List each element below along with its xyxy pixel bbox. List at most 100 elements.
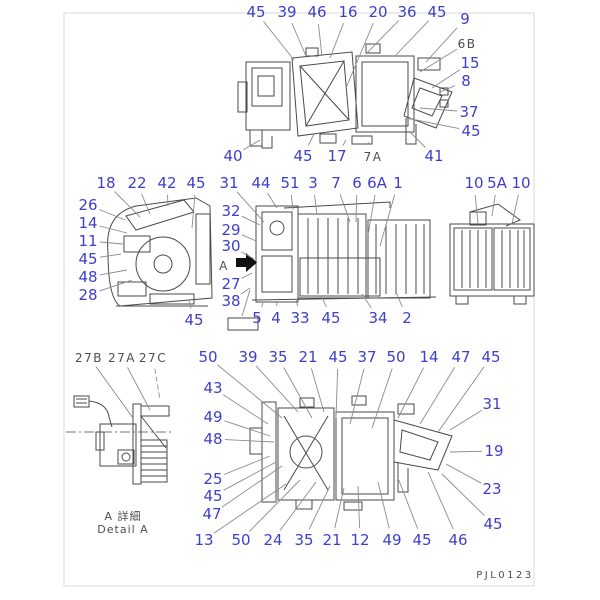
part-number-label: 21 <box>322 531 341 549</box>
part-number-label: 2 <box>402 309 412 327</box>
leader-line <box>241 215 261 226</box>
leader-line <box>261 302 264 308</box>
leader-line <box>291 22 307 57</box>
leader-line <box>99 269 128 276</box>
core-unit-drawing <box>449 203 535 305</box>
leader-line <box>224 439 275 443</box>
bottom-assembly-drawing <box>249 395 453 511</box>
leader-line <box>431 69 461 89</box>
leader-line <box>99 241 124 245</box>
part-number-label: 47 <box>202 505 221 523</box>
part-number-label: 27A <box>108 351 136 365</box>
leader-line <box>355 194 358 223</box>
part-number-label: 14 <box>78 214 97 232</box>
part-number-label: 30 <box>221 237 240 255</box>
leader-line <box>127 367 151 411</box>
part-number-label: 11 <box>78 232 97 250</box>
blower-assembly-drawing <box>107 197 213 307</box>
leader-line <box>425 27 458 63</box>
part-number-label: 48 <box>78 268 97 286</box>
part-number-label: 32 <box>221 202 240 220</box>
part-number-label: 46 <box>448 531 467 549</box>
part-number-label: 45 <box>293 147 312 165</box>
leader-line <box>335 368 339 419</box>
leader-line <box>427 471 454 530</box>
part-number-label: 1 <box>393 174 403 192</box>
part-number-label: 50 <box>231 531 250 549</box>
leader-line <box>349 368 365 425</box>
leader-line <box>241 234 257 242</box>
part-number-label: 17 <box>327 147 346 165</box>
page-frame <box>63 12 535 587</box>
leader-line <box>222 394 269 425</box>
part-number-label: 44 <box>251 174 270 192</box>
leader-line <box>224 420 271 437</box>
part-number-label: 48 <box>203 430 222 448</box>
leader-line <box>314 194 318 216</box>
part-number-label: 18 <box>96 174 115 192</box>
leader-line <box>217 364 283 419</box>
part-number-label: 15 <box>460 54 479 72</box>
part-number-label: 12 <box>350 531 369 549</box>
leader-line <box>437 366 485 433</box>
part-number-label: 43 <box>203 379 222 397</box>
leader-line <box>154 368 161 401</box>
leader-line <box>249 479 301 532</box>
leader-line <box>236 191 265 223</box>
part-number-label: 4 <box>271 309 281 327</box>
part-number-label: 38 <box>221 292 240 310</box>
detail-a-caption: A 詳細 Detail A <box>78 510 168 536</box>
leader-line <box>295 298 298 307</box>
part-number-label: 29 <box>221 221 240 239</box>
part-number-label: 51 <box>280 174 299 192</box>
part-number-label: 45 <box>427 3 446 21</box>
leader-line <box>317 23 323 57</box>
part-number-label: 39 <box>238 348 257 366</box>
leader-line <box>99 225 128 234</box>
leader-line <box>243 139 261 151</box>
part-number-label: 9 <box>460 10 470 28</box>
part-number-label: 31 <box>482 395 501 413</box>
part-number-label: 26 <box>78 196 97 214</box>
leader-line <box>334 487 345 529</box>
leader-line <box>99 279 133 292</box>
part-number-label: 45 <box>328 348 347 366</box>
leader-line <box>241 272 253 279</box>
leader-line <box>255 365 299 413</box>
leader-line <box>377 481 390 529</box>
part-number-label: 41 <box>424 147 443 165</box>
part-number-label: 46 <box>307 3 326 21</box>
detail-a-caption-jp: A 詳細 <box>104 510 142 523</box>
leader-line <box>365 20 399 55</box>
part-number-label: 19 <box>484 442 503 460</box>
view-arrow-right-icon <box>236 253 257 272</box>
leader-line <box>439 85 456 93</box>
leader-line <box>367 141 370 145</box>
detail-a-drawing <box>66 395 172 485</box>
part-number-label: 45 <box>186 174 205 192</box>
part-number-label: 5A <box>487 174 508 192</box>
part-number-label: 45 <box>481 348 500 366</box>
leader-line <box>240 287 251 295</box>
part-number-label: 23 <box>482 480 501 498</box>
leader-line <box>188 300 192 309</box>
leader-line <box>419 107 458 112</box>
part-number-label: 27B <box>75 351 103 365</box>
part-number-label: 16 <box>338 3 357 21</box>
part-number-label: 45 <box>412 531 431 549</box>
part-number-label: 45 <box>184 311 203 329</box>
leader-line <box>339 194 351 223</box>
part-number-label: 20 <box>368 3 387 21</box>
leader-line <box>141 193 151 215</box>
part-number-label: 37 <box>357 348 376 366</box>
leader-line <box>267 192 278 209</box>
part-number-label: 25 <box>203 470 222 488</box>
leader-line <box>114 191 141 218</box>
leader-line <box>223 455 271 475</box>
leader-line <box>397 367 425 419</box>
part-number-label: 45 <box>483 515 502 533</box>
leader-line <box>397 477 419 529</box>
